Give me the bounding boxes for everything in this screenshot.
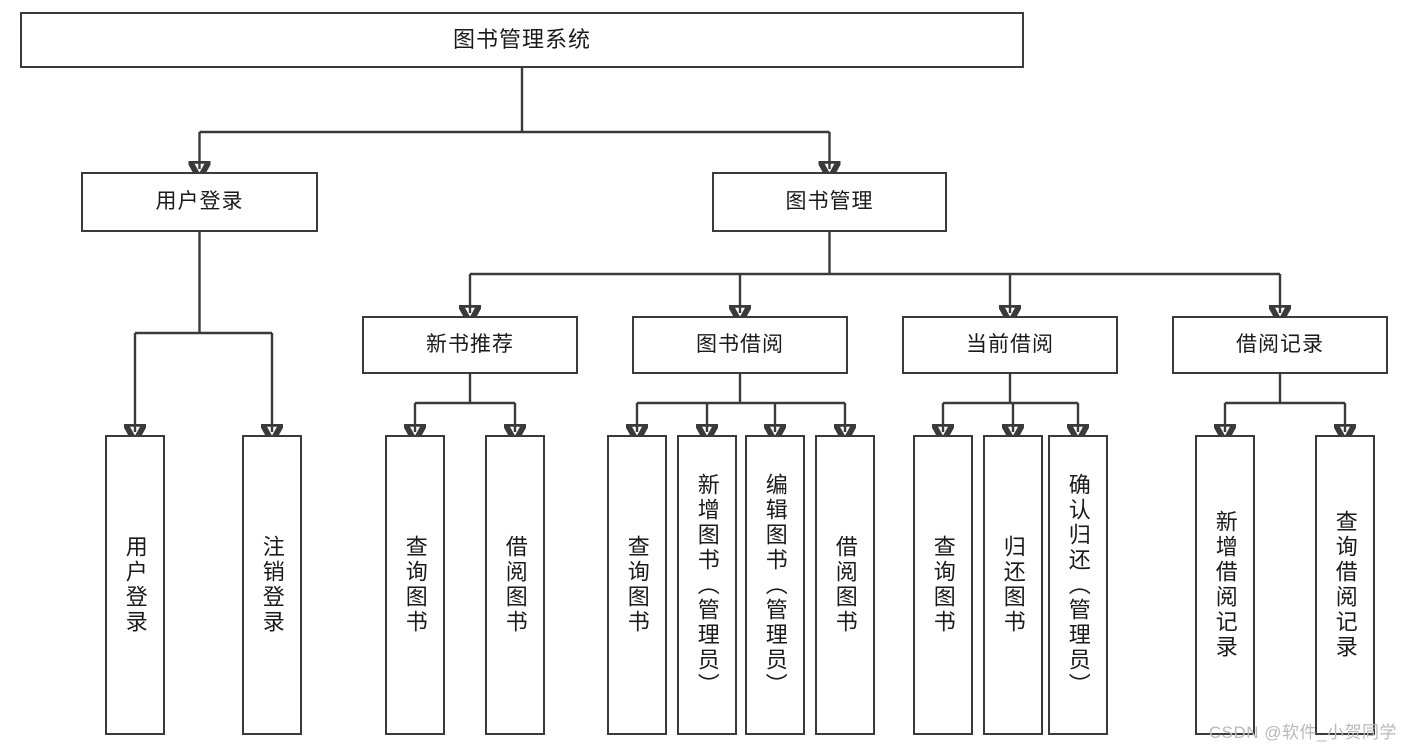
node-label: 图书管理 — [785, 189, 874, 213]
node-label: 借阅图书 — [502, 535, 528, 635]
node-label: 新增图书（管理员） — [694, 472, 720, 698]
node-label: 新增借阅记录 — [1212, 510, 1238, 660]
node-label: 查询图书 — [402, 535, 428, 635]
node-label: 图书借阅 — [696, 332, 784, 356]
node-label: 借阅图书 — [832, 535, 858, 635]
node-book-manage[interactable]: 图书管理 — [712, 172, 947, 232]
node-leaf-7[interactable]: 编辑图书（管理员） — [745, 435, 805, 735]
node-label: 归还图书 — [1000, 535, 1026, 635]
node-label: 注销登录 — [259, 535, 285, 635]
node-label: 用户登录 — [122, 535, 148, 635]
node-leaf-9[interactable]: 查询图书 — [913, 435, 973, 735]
node-leaf-12[interactable]: 新增借阅记录 — [1195, 435, 1255, 735]
node-label: 当前借阅 — [966, 332, 1054, 356]
node-label: 借阅记录 — [1236, 332, 1324, 356]
node-leaf-6[interactable]: 新增图书（管理员） — [677, 435, 737, 735]
node-label: 查询图书 — [624, 535, 650, 635]
node-label: 确认归还（管理员） — [1065, 472, 1091, 698]
node-leaf-3[interactable]: 查询图书 — [385, 435, 445, 735]
watermark-text: CSDN @软件_小贺同学 — [1208, 723, 1397, 742]
node-leaf-5[interactable]: 查询图书 — [607, 435, 667, 735]
node-leaf-11[interactable]: 确认归还（管理员） — [1048, 435, 1108, 735]
node-label: 新书推荐 — [426, 332, 514, 356]
node-label: 用户登录 — [155, 189, 244, 213]
node-user-login[interactable]: 用户登录 — [81, 172, 318, 232]
node-borrow-log[interactable]: 借阅记录 — [1172, 316, 1388, 374]
node-leaf-1[interactable]: 用户登录 — [105, 435, 165, 735]
node-label: 查询图书 — [930, 535, 956, 635]
node-label: 图书管理系统 — [452, 27, 591, 53]
node-leaf-4[interactable]: 借阅图书 — [485, 435, 545, 735]
node-label: 编辑图书（管理员） — [762, 472, 788, 698]
node-root[interactable]: 图书管理系统 — [20, 12, 1024, 68]
node-cur-borrow[interactable]: 当前借阅 — [902, 316, 1118, 374]
node-book-borrow[interactable]: 图书借阅 — [632, 316, 848, 374]
node-leaf-13[interactable]: 查询借阅记录 — [1315, 435, 1375, 735]
node-leaf-8[interactable]: 借阅图书 — [815, 435, 875, 735]
node-leaf-10[interactable]: 归还图书 — [983, 435, 1043, 735]
node-leaf-2[interactable]: 注销登录 — [242, 435, 302, 735]
node-new-book-rec[interactable]: 新书推荐 — [362, 316, 578, 374]
node-label: 查询借阅记录 — [1332, 510, 1358, 660]
